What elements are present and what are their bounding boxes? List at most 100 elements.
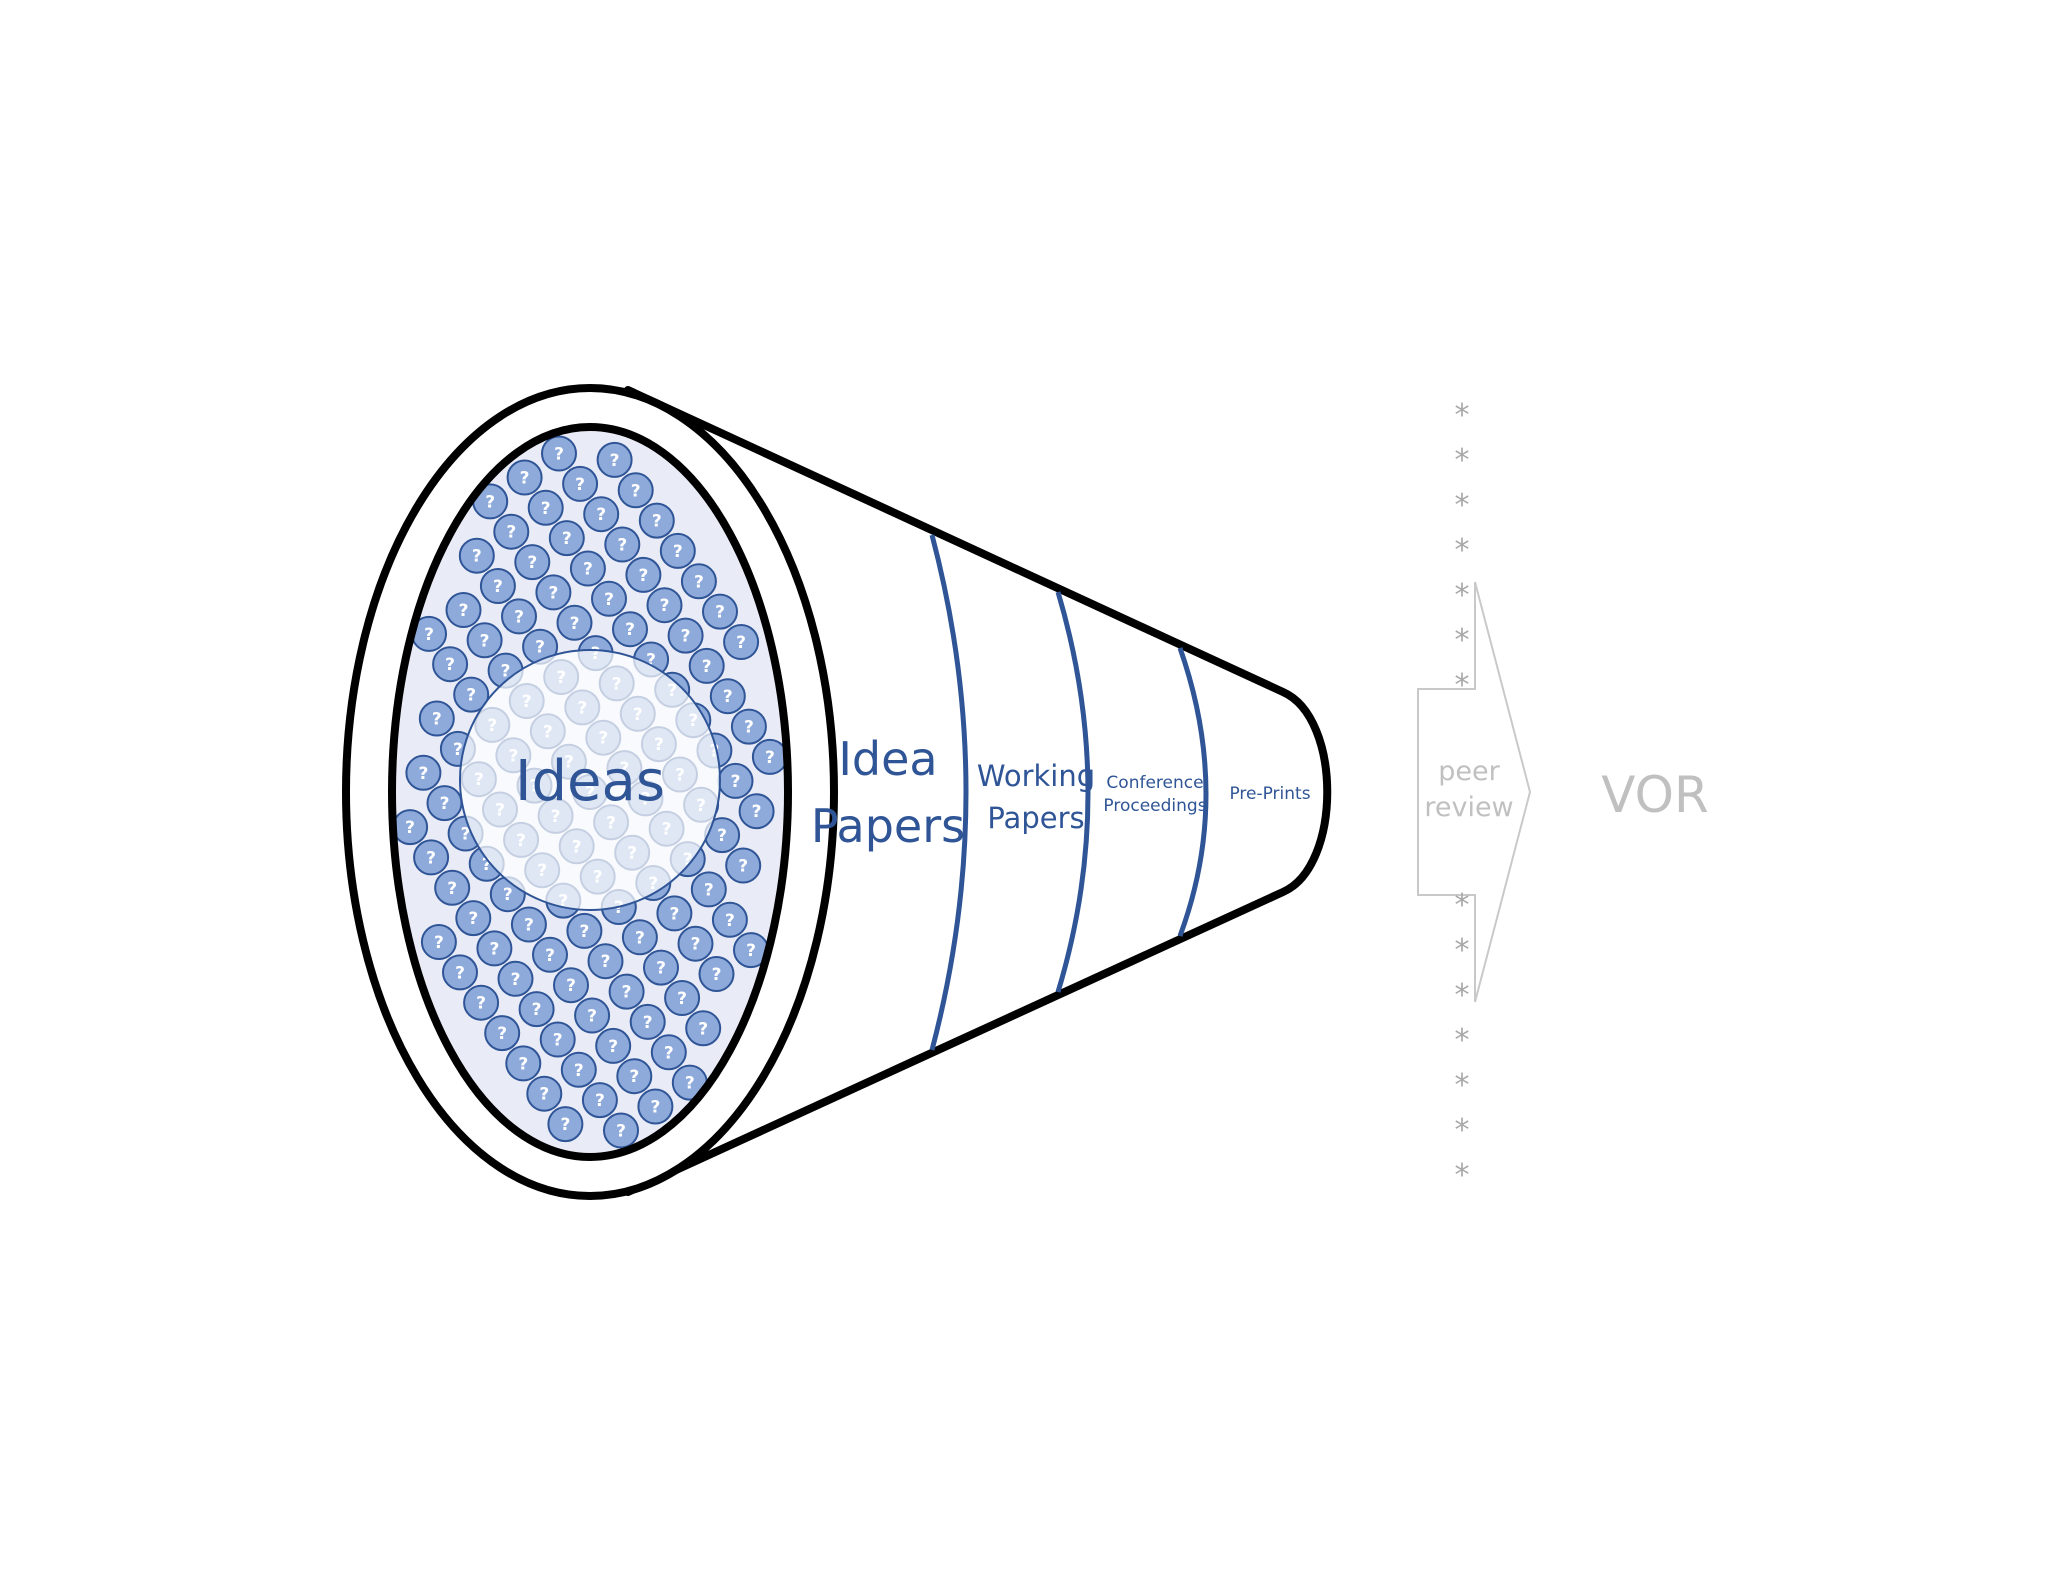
idea-ball: ? — [603, 1112, 639, 1149]
svg-text:?: ? — [514, 607, 524, 627]
stage-ring-conference-proceedings — [1177, 647, 1209, 937]
svg-text:?: ? — [652, 512, 662, 532]
idea-ball: ? — [518, 991, 555, 1028]
idea-ball: ? — [574, 997, 611, 1034]
idea-ball: ? — [612, 611, 648, 648]
svg-text:?: ? — [472, 547, 482, 567]
svg-text:?: ? — [744, 718, 754, 738]
idea-ball: ? — [709, 678, 746, 715]
idea-ball: ? — [501, 598, 537, 635]
svg-text:?: ? — [681, 627, 691, 647]
idea-ball: ? — [656, 895, 693, 932]
idea-ball: ? — [458, 537, 495, 574]
idea-ball: ? — [484, 1015, 521, 1052]
svg-text:?: ? — [553, 1031, 563, 1051]
idea-ball: ? — [541, 435, 577, 472]
star-mark: * — [1455, 578, 1470, 613]
svg-text:?: ? — [677, 989, 687, 1009]
label-idea-papers-line2: Papers — [811, 799, 965, 853]
idea-ball: ? — [476, 930, 513, 967]
idea-ball: ? — [702, 593, 738, 630]
svg-text:?: ? — [731, 772, 741, 792]
idea-ball: ? — [617, 472, 654, 509]
idea-ball: ? — [535, 574, 572, 611]
idea-ball: ? — [587, 943, 624, 980]
label-idea-papers: Idea — [838, 732, 937, 786]
svg-text:?: ? — [604, 590, 614, 610]
svg-text:?: ? — [482, 855, 492, 875]
idea-ball: ? — [510, 906, 547, 943]
svg-text:?: ? — [601, 952, 611, 972]
idea-ball: ? — [514, 544, 551, 581]
idea-ball: ? — [643, 949, 679, 986]
label-peer-review-line2: review — [1424, 792, 1513, 823]
idea-ball: ? — [547, 1106, 584, 1143]
idea-ball: ? — [596, 441, 633, 478]
idea-ball: ? — [505, 1045, 542, 1082]
svg-text:?: ? — [501, 662, 511, 682]
idea-ball: ? — [556, 604, 593, 641]
svg-text:?: ? — [635, 928, 645, 948]
idea-ball: ? — [493, 513, 530, 550]
idea-ball: ? — [506, 459, 543, 496]
idea-ball: ? — [560, 1051, 597, 1088]
svg-text:?: ? — [574, 1061, 584, 1081]
svg-text:?: ? — [459, 601, 469, 621]
svg-text:?: ? — [638, 566, 648, 586]
star-mark: * — [1455, 978, 1470, 1013]
svg-text:?: ? — [506, 523, 516, 543]
svg-text:?: ? — [424, 625, 434, 645]
svg-text:?: ? — [725, 911, 735, 931]
svg-text:?: ? — [445, 655, 455, 675]
idea-ball: ? — [432, 646, 469, 683]
idea-ball: ? — [616, 1058, 653, 1095]
idea-ball: ? — [445, 592, 482, 628]
svg-text:?: ? — [646, 651, 656, 671]
svg-text:?: ? — [614, 898, 624, 918]
idea-ball: ? — [664, 980, 701, 1016]
svg-text:?: ? — [440, 794, 450, 814]
svg-text:?: ? — [660, 596, 670, 616]
idea-ball: ? — [566, 912, 603, 949]
svg-text:?: ? — [587, 1007, 597, 1027]
svg-text:?: ? — [480, 631, 490, 651]
label-conference-proceedings: Conference — [1106, 773, 1203, 793]
idea-ball: ? — [723, 624, 760, 660]
star-mark: * — [1455, 398, 1470, 433]
star-mark: * — [1455, 1068, 1470, 1103]
svg-text:?: ? — [738, 857, 748, 877]
idea-ball: ? — [583, 496, 620, 533]
svg-text:?: ? — [520, 469, 530, 489]
svg-text:?: ? — [497, 1024, 507, 1044]
svg-text:?: ? — [617, 536, 627, 556]
idea-ball: ? — [698, 956, 735, 992]
svg-text:?: ? — [583, 560, 593, 580]
idea-ball: ? — [638, 502, 675, 539]
svg-text:?: ? — [691, 935, 701, 955]
idea-ball: ? — [621, 919, 658, 956]
idea-ball: ? — [497, 960, 534, 997]
svg-text:?: ? — [625, 620, 635, 640]
svg-text:?: ? — [518, 1054, 528, 1074]
idea-ball: ? — [405, 754, 442, 791]
svg-text:?: ? — [432, 710, 442, 730]
idea-ball: ? — [392, 809, 429, 846]
svg-text:?: ? — [535, 638, 545, 658]
svg-text:?: ? — [539, 1085, 549, 1105]
idea-ball: ? — [629, 1003, 666, 1040]
idea-ball: ? — [595, 1027, 632, 1064]
peer-review-arrow — [1417, 581, 1532, 1003]
idea-ball: ? — [455, 900, 492, 937]
idea-ball: ? — [418, 700, 455, 737]
idea-ball: ? — [434, 869, 471, 906]
svg-text:?: ? — [554, 445, 564, 465]
idea-ball: ? — [442, 954, 478, 991]
star-mark: * — [1455, 623, 1470, 658]
svg-text:?: ? — [570, 614, 580, 634]
idea-ball: ? — [553, 967, 589, 1004]
svg-text:?: ? — [418, 764, 428, 784]
star-mark: * — [1455, 668, 1470, 703]
idea-ball: ? — [539, 1021, 576, 1058]
svg-text:?: ? — [527, 553, 537, 573]
